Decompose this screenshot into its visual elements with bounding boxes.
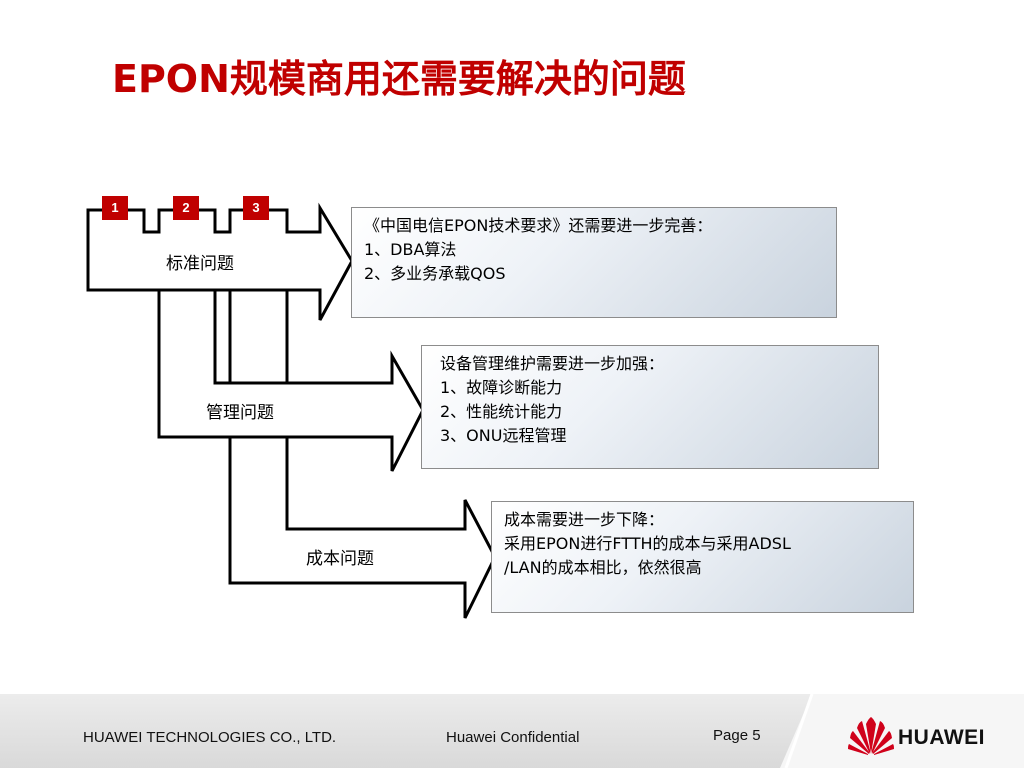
detail-line: 《中国电信EPON技术要求》还需要进一步完善： [364, 216, 713, 235]
step-badge-1: 1 [102, 196, 128, 220]
detail-line: 成本需要进一步下降： [504, 510, 665, 529]
detail-line: 2、性能统计能力 [440, 402, 563, 421]
footer-company: HUAWEI TECHNOLOGIES CO., LTD. [83, 729, 337, 746]
slide-title: EPON规模商用还需要解决的问题 [112, 57, 686, 101]
detail-line: 设备管理维护需要进一步加强： [440, 354, 665, 373]
huawei-logo-icon [848, 717, 894, 755]
footer-bar [0, 694, 1024, 768]
issue-label-cost: 成本问题 [306, 549, 374, 569]
step-badge-3: 3 [243, 196, 269, 220]
issue-label-standard: 标准问题 [166, 254, 234, 274]
detail-line: 1、DBA算法 [364, 240, 457, 259]
detail-line: 1、故障诊断能力 [440, 378, 563, 397]
step-badge-2: 2 [173, 196, 199, 220]
footer-page-number: Page 5 [713, 727, 761, 744]
detail-box-management: 设备管理维护需要进一步加强： 1、故障诊断能力 2、性能统计能力 3、ONU远程… [421, 345, 879, 469]
detail-line: 采用EPON进行FTTH的成本与采用ADSL [504, 534, 791, 553]
footer-confidential: Huawei Confidential [446, 729, 580, 746]
detail-box-cost: 成本需要进一步下降： 采用EPON进行FTTH的成本与采用ADSL /LAN的成… [491, 501, 914, 613]
detail-box-standard: 《中国电信EPON技术要求》还需要进一步完善： 1、DBA算法 2、多业务承载Q… [351, 207, 837, 318]
detail-line: 2、多业务承载QOS [364, 264, 506, 283]
footer-swoosh [780, 694, 1024, 768]
issue-label-management: 管理问题 [206, 403, 274, 423]
huawei-logo-wordmark: HUAWEI [898, 726, 985, 749]
detail-line: 3、ONU远程管理 [440, 426, 567, 445]
detail-line: /LAN的成本相比，依然很高 [504, 558, 702, 577]
